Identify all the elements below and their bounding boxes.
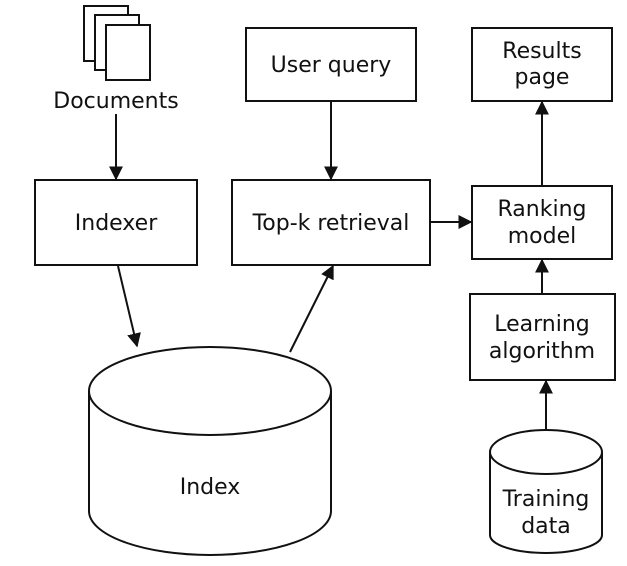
training-label-line-1: Training: [502, 487, 590, 512]
index-cylinder-node: Index: [88, 346, 332, 556]
document-stack-icon: [83, 5, 151, 81]
results-page-node: Results page: [471, 27, 613, 102]
learning-label-line-1: Learning: [494, 312, 590, 337]
index-label: Index: [180, 475, 241, 500]
user-query-node: User query: [245, 27, 417, 102]
edge-index-to-topk: [289, 264, 334, 353]
ranking-model-node: Ranking model: [471, 185, 613, 260]
user-query-label: User query: [271, 53, 392, 78]
results-label-line-2: page: [515, 65, 570, 90]
topk-retrieval-label: Top-k retrieval: [252, 211, 410, 236]
indexer-label: Indexer: [75, 211, 158, 236]
indexer-node: Indexer: [34, 179, 198, 266]
documents-label: Documents: [53, 89, 178, 114]
topk-retrieval-node: Top-k retrieval: [231, 179, 431, 266]
training-data-cylinder-node: Training data: [489, 429, 603, 554]
ranking-label-line-2: model: [508, 224, 577, 249]
edge-indexer-to-index: [117, 265, 141, 348]
results-label-line-1: Results: [502, 39, 581, 64]
learning-algorithm-node: Learning algorithm: [469, 293, 616, 381]
learning-label-line-2: algorithm: [489, 339, 595, 364]
training-label-line-2: data: [521, 514, 571, 539]
ranking-label-line-1: Ranking: [498, 197, 587, 222]
